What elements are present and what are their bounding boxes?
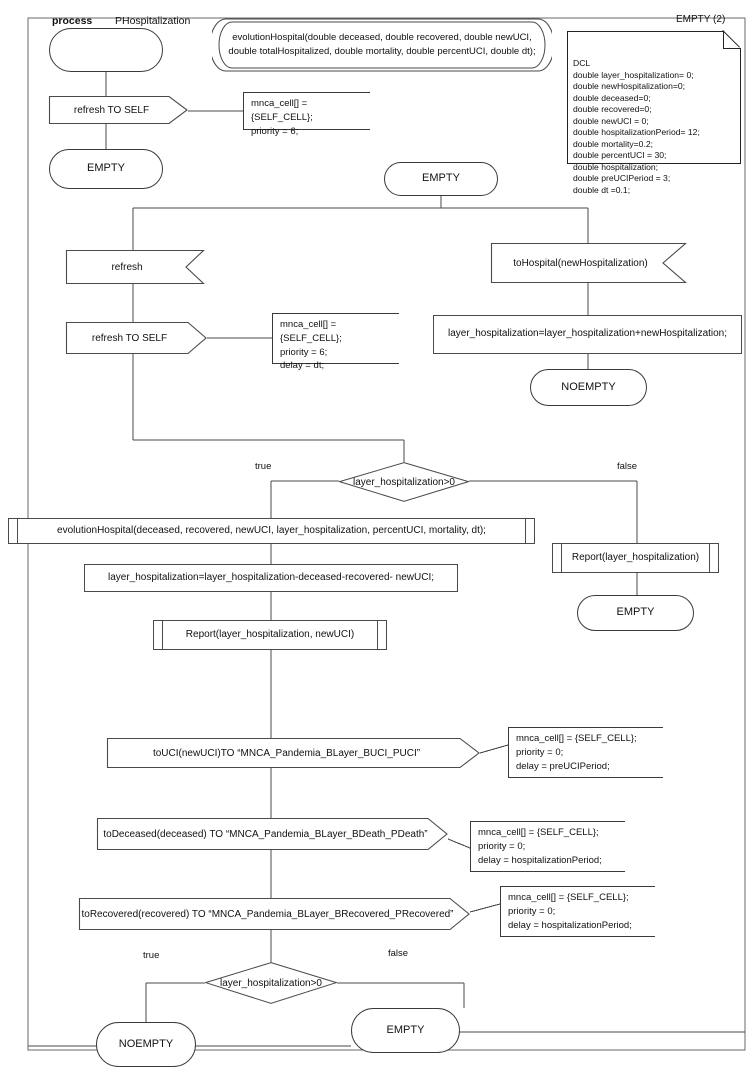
output-refresh-to-self-2[interactable]: refresh TO SELF <box>65 321 207 355</box>
output-refresh-to-self-1-label: refresh TO SELF <box>73 104 150 116</box>
state-empty-3[interactable]: EMPTY <box>577 595 694 631</box>
comment-refresh-1: mnca_cell[] = {SELF_CELL}; priority = 6; <box>243 92 370 137</box>
output-to-recovered-label: toRecovered(recovered) TO “MNCA_Pandemia… <box>81 908 454 920</box>
state-noempty-2[interactable]: NOEMPTY <box>96 1022 196 1067</box>
procedure-signature-text: evolutionHospital(double deceased, doubl… <box>228 31 536 57</box>
branch-label-true-2: true <box>143 950 160 961</box>
state-empty-1[interactable]: EMPTY <box>49 149 163 189</box>
branch-label-true-1: true <box>255 461 272 472</box>
output-to-recovered[interactable]: toRecovered(recovered) TO “MNCA_Pandemia… <box>78 897 470 931</box>
process-keyword: process <box>52 15 93 27</box>
frame-corner-label: EMPTY (2) <box>676 14 726 25</box>
state-empty-4[interactable]: EMPTY <box>351 1008 460 1053</box>
decision-layer-hospitalization-1[interactable]: layer_hospitalization>0 <box>339 462 469 502</box>
output-refresh-to-self-1[interactable]: refresh TO SELF <box>48 95 188 125</box>
procedure-call-evolution-hospital[interactable]: evolutionHospital(deceased, recovered, n… <box>8 518 535 544</box>
procedure-call-report-one[interactable]: Report(layer_hospitalization) <box>552 543 719 573</box>
task-add-hospitalization[interactable]: layer_hospitalization=layer_hospitalizat… <box>433 315 742 354</box>
output-to-deceased[interactable]: toDeceased(deceased) TO “MNCA_Pandemia_B… <box>96 817 448 851</box>
dcl-declaration-box: DCL double layer_hospitalization= 0; dou… <box>567 31 741 195</box>
state-noempty-1[interactable]: NOEMPTY <box>530 369 647 406</box>
branch-label-false-2: false <box>388 948 409 959</box>
decision-1-label: layer_hospitalization>0 <box>352 476 455 488</box>
fold-corner-icon <box>723 31 741 49</box>
dcl-text: DCL double layer_hospitalization= 0; dou… <box>573 58 700 195</box>
output-to-deceased-label: toDeceased(deceased) TO “MNCA_Pandemia_B… <box>103 828 428 840</box>
procedure-call-report-two[interactable]: Report(layer_hospitalization, newUCI) <box>153 620 387 650</box>
branch-label-false-1: false <box>617 461 638 472</box>
comment-to-recovered: mnca_cell[] = {SELF_CELL}; priority = 0;… <box>500 886 655 937</box>
decision-layer-hospitalization-2[interactable]: layer_hospitalization>0 <box>205 962 337 1004</box>
process-name: PHospitalization <box>115 15 191 27</box>
comment-to-uci: mnca_cell[] = {SELF_CELL}; priority = 0;… <box>508 727 663 778</box>
state-empty-2[interactable]: EMPTY <box>384 162 498 196</box>
comment-refresh-2: mnca_cell[] = {SELF_CELL}; priority = 6;… <box>272 313 399 371</box>
procedure-signature: evolutionHospital(double deceased, doubl… <box>212 18 552 72</box>
output-to-uci[interactable]: toUCI(newUCI)TO “MNCA_Pandemia_BLayer_BU… <box>106 737 480 769</box>
output-to-uci-label: toUCI(newUCI)TO “MNCA_Pandemia_BLayer_BU… <box>152 747 421 759</box>
input-to-hospital[interactable]: toHospital(newHospitalization) <box>490 242 687 284</box>
start-state[interactable] <box>49 28 163 72</box>
task-subtract-layer[interactable]: layer_hospitalization=layer_hospitalizat… <box>84 564 458 592</box>
comment-to-deceased: mnca_cell[] = {SELF_CELL}; priority = 0;… <box>470 821 625 872</box>
input-to-hospital-label: toHospital(newHospitalization) <box>513 257 648 269</box>
decision-2-label: layer_hospitalization>0 <box>219 977 322 989</box>
input-refresh[interactable]: refresh <box>65 249 205 285</box>
input-refresh-label: refresh <box>111 261 143 273</box>
output-refresh-to-self-2-label: refresh TO SELF <box>91 332 168 344</box>
